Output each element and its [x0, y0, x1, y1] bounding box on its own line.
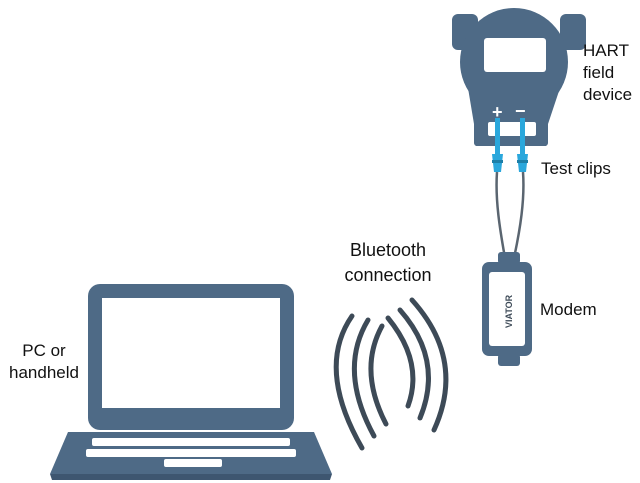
pc-label-line2: handheld: [9, 363, 79, 382]
laptop-icon: [50, 284, 332, 480]
hart-device-label-line2: field: [583, 63, 615, 82]
minus-terminal: −: [515, 101, 526, 121]
modem-wires: [495, 171, 525, 259]
modem-label: Modem: [540, 300, 597, 319]
pc-label: PC or handheld: [2, 340, 86, 384]
plus-terminal: +: [492, 102, 503, 122]
modem-brand: VIATOR: [504, 294, 514, 328]
bluetooth-label-line2: connection: [344, 265, 432, 285]
modem-icon: VIATOR: [482, 252, 532, 366]
bluetooth-wave-icon: [333, 297, 449, 451]
bluetooth-label: Bluetooth connection: [332, 238, 444, 288]
pc-label-line1: PC or: [22, 341, 66, 360]
test-clips-label: Test clips: [541, 159, 611, 178]
hart-device-label-line3: device: [583, 85, 633, 104]
hart-field-device-icon: [452, 8, 586, 146]
hart-device-label-line1: HART: [583, 41, 629, 60]
bluetooth-label-line1: Bluetooth: [349, 240, 427, 260]
test-clip-icon: [492, 118, 528, 172]
hart-device-label: HART field device: [583, 40, 632, 106]
